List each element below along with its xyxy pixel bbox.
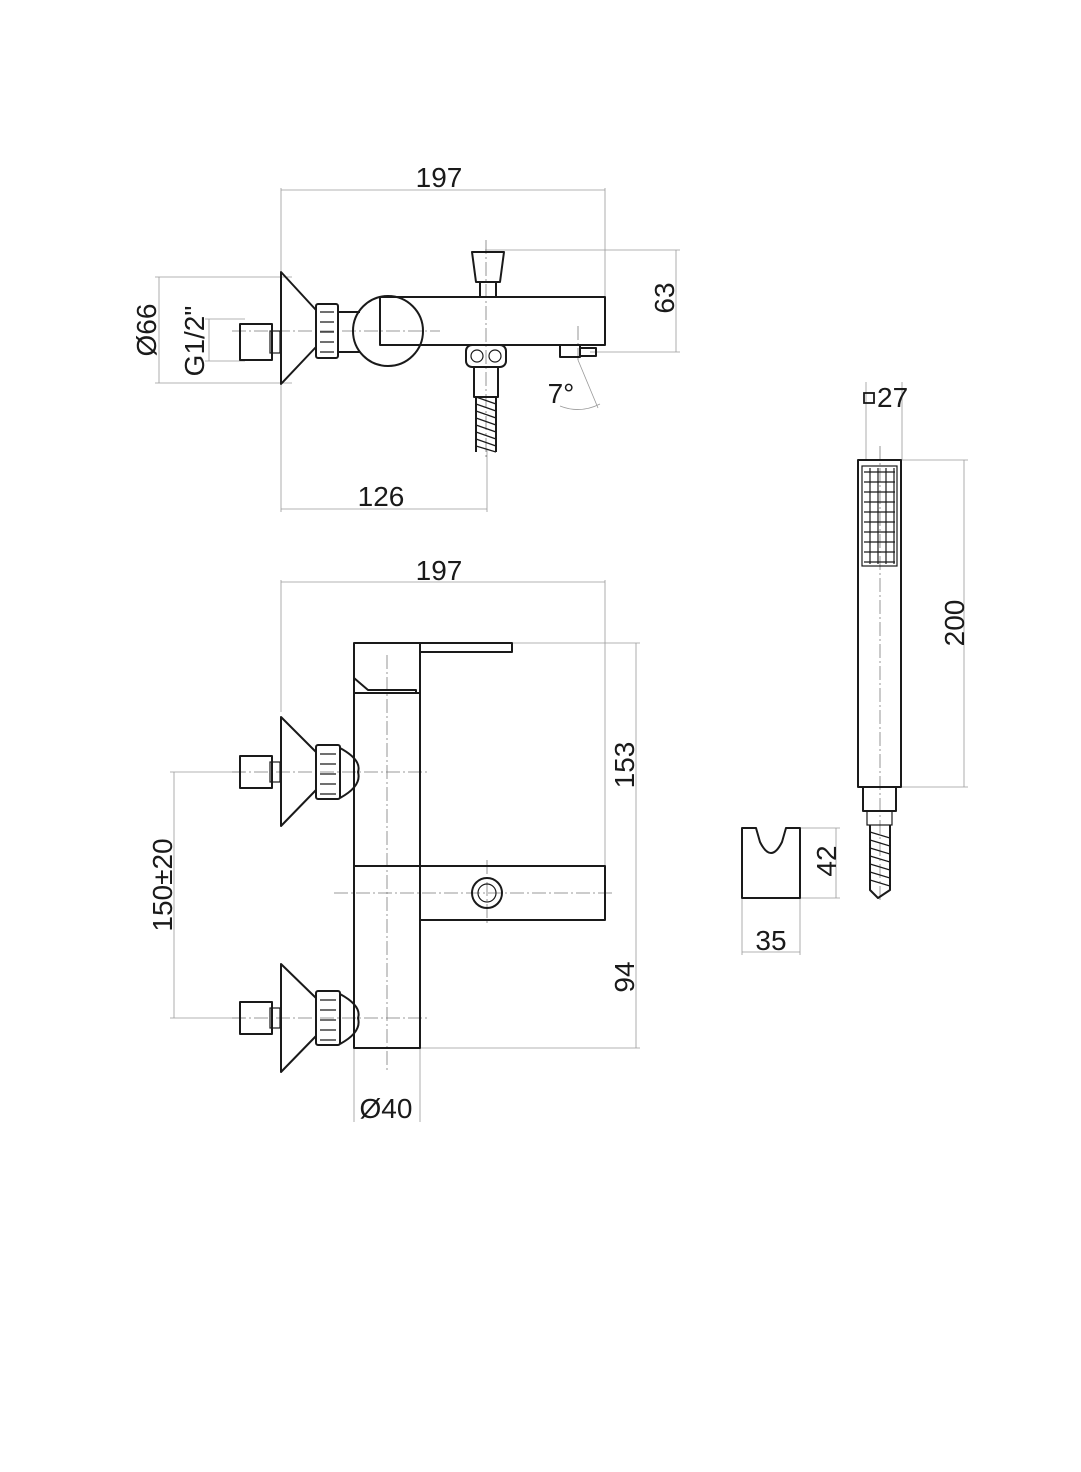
holder-width-label: 35 xyxy=(755,925,786,956)
top-height-label: 63 xyxy=(649,282,680,313)
hand-shower-length-label: 200 xyxy=(939,600,970,647)
front-height-label: 153 xyxy=(609,742,640,789)
front-view xyxy=(170,580,640,1122)
wall-holder xyxy=(741,827,840,955)
top-width-label: 197 xyxy=(416,162,463,193)
hand-shower-section-label: 27 xyxy=(877,382,908,413)
flange-diameter-label: Ø66 xyxy=(131,304,162,357)
top-view xyxy=(155,188,680,512)
holder-height-label: 42 xyxy=(811,845,842,876)
offset-label: 126 xyxy=(358,481,405,512)
angle-label: 7° xyxy=(548,378,575,409)
thread-label: G1/2" xyxy=(179,306,210,377)
body-diameter-label: Ø40 xyxy=(360,1093,413,1124)
spout-height-label: 94 xyxy=(609,961,640,992)
hand-shower xyxy=(857,382,968,900)
front-width-label: 197 xyxy=(416,555,463,586)
square-section-icon xyxy=(863,392,875,404)
inlet-spacing-label: 150±20 xyxy=(147,838,178,931)
